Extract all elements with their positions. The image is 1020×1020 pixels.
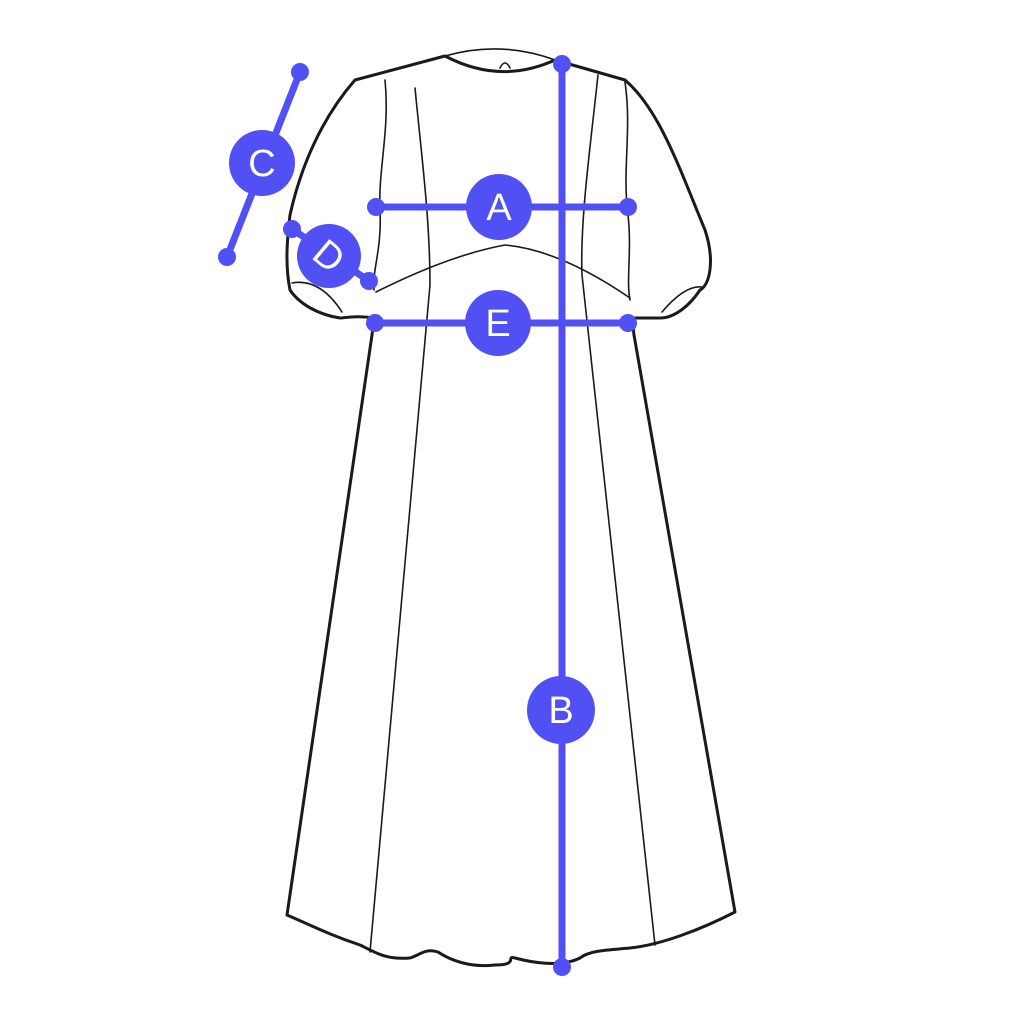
left-cuff [291,281,343,313]
waist-seam [375,244,631,299]
neckline [444,48,556,61]
measurement-b: B [527,55,595,976]
dress-outline [285,54,737,968]
label-c: C [248,143,275,185]
seam-right-inner [580,74,656,946]
label-a: A [486,187,512,229]
seam-left-inner [369,87,431,953]
label-b: B [548,690,573,732]
back-opening [499,62,511,69]
measurement-a: A [367,174,637,240]
measurement-e: E [366,290,637,356]
measurement-c: C [218,63,309,266]
label-e: E [485,303,510,345]
right-cuff [661,286,703,313]
measurement-d: D [283,220,378,290]
